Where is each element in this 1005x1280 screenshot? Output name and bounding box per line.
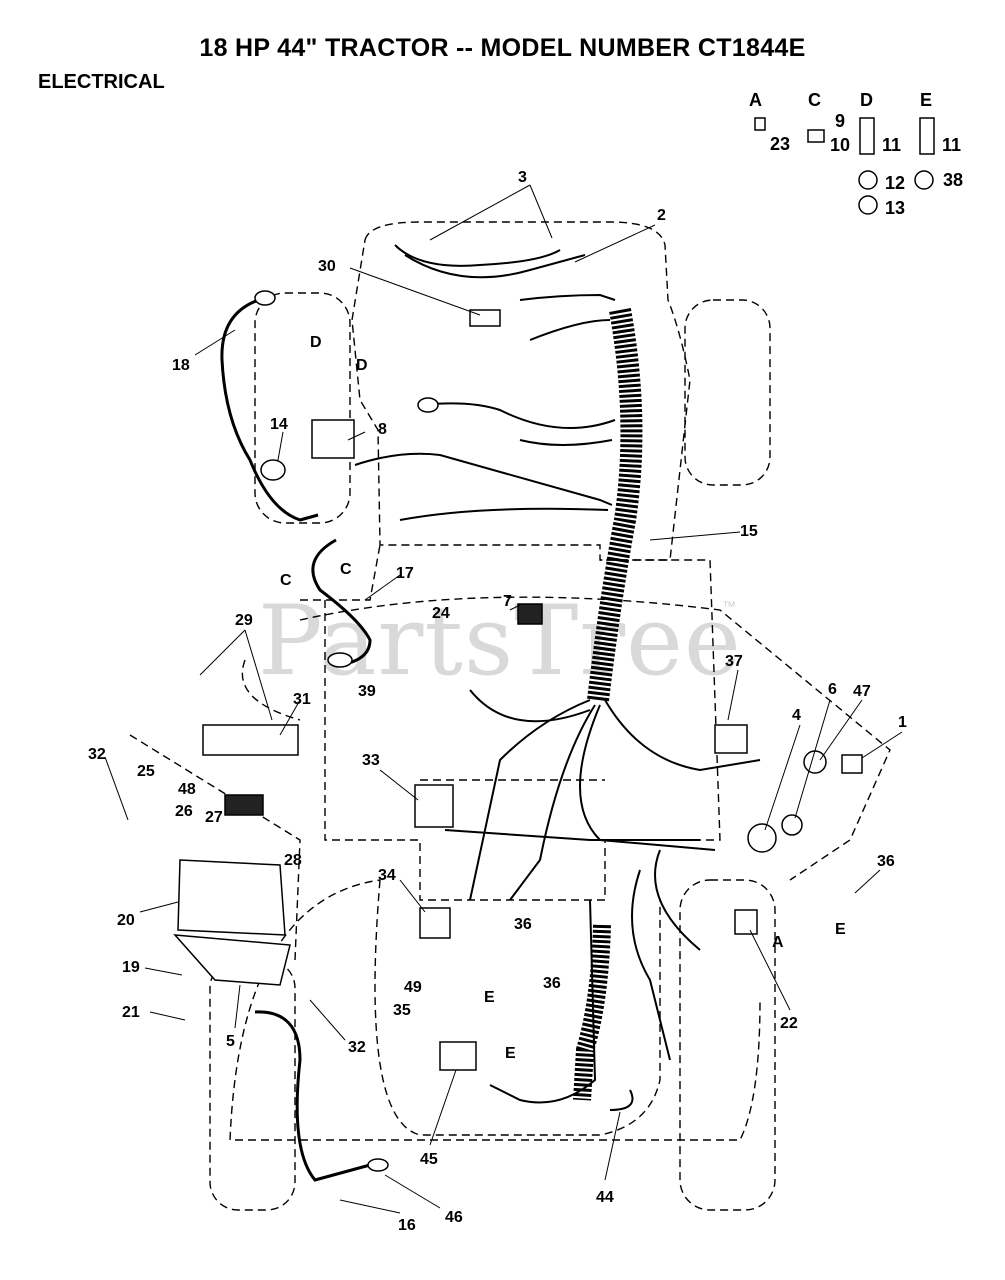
callout-17: 17 [396,565,414,582]
callout-2: 2 [657,207,666,224]
ref-letter-d-2: D [356,357,368,374]
cable-boot-icon [260,459,286,481]
ref-letter-a: A [772,934,784,951]
callout-7: 7 [503,593,512,610]
battery-pad-icon [224,794,264,816]
callout-22: 22 [780,1015,798,1032]
battery-cables [220,296,372,1182]
component-icons [173,117,935,1172]
ref-letter-c: C [280,572,292,589]
hardware-key-e: E [920,90,933,110]
leader-lines [104,184,903,1214]
ignition-switch-icon [517,603,543,625]
callout-48: 48 [178,781,196,798]
hardware-key-c: C [808,90,821,110]
bolt-e-icon [919,117,935,155]
terminal-ring-icon-2 [367,1158,389,1172]
callout-1: 1 [898,714,907,731]
callout-34: 34 [378,867,396,884]
hex-nut-icon [858,195,878,215]
hardware-part-38: 38 [943,170,964,190]
callout-46: 46 [445,1209,463,1226]
solenoid-icon [311,419,355,459]
callout-5: 5 [226,1033,235,1050]
battery-icon [177,859,286,936]
callout-24: 24 [432,605,450,622]
page-title: 18 HP 44" TRACTOR -- MODEL NUMBER CT1844… [199,34,806,62]
ref-letter-e: E [835,921,846,938]
interlock-switch-icon [841,754,863,774]
callout-47: 47 [853,683,871,700]
plunger-switch-icon [439,1041,477,1071]
hardware-part-13: 13 [885,198,906,218]
hardware-key-d: D [860,90,873,110]
callout-25: 25 [137,763,155,780]
sensor-icon [747,823,777,853]
ref-letter-e-2: E [484,989,495,1006]
bracket-icon [734,909,758,935]
callout-31: 31 [293,691,311,708]
ref-letter-e-3: E [505,1045,516,1062]
hour-meter-icon [414,784,454,828]
callout-16: 16 [398,1217,416,1234]
callout-8: 8 [378,421,387,438]
ref-letter-d: D [310,334,322,351]
callout-14: 14 [270,416,288,433]
bolt-a-icon [754,117,766,131]
terminal-ring-icon-4 [254,290,276,306]
callout-6: 6 [828,681,837,698]
hardware-part-23: 23 [770,134,791,154]
callout-44: 44 [596,1189,614,1206]
callout-32-2: 32 [348,1039,366,1056]
conduit-loom [573,308,643,1101]
callout-19: 19 [122,959,140,976]
hardware-part-11-d: 11 [882,135,902,155]
seal-icon [803,750,827,774]
tractor-outline [129,221,891,1211]
callout-4: 4 [792,707,801,724]
hardware-part-12: 12 [885,173,906,193]
hardware-part-11-e: 11 [942,135,962,155]
bolt-d-icon [859,117,875,155]
callout-26: 26 [175,803,193,820]
ref-letter-c-2: C [340,561,352,578]
battery-tray-icon [173,934,291,986]
hardware-part-10: 10 [830,135,851,155]
callout-32: 32 [88,746,106,763]
callout-49: 49 [404,979,422,996]
callout-28: 28 [284,852,302,869]
hardware-key-a: A [749,90,762,110]
lock-washer-icon [858,170,878,190]
callout-36-2: 36 [543,975,561,992]
callout-27: 27 [205,809,223,826]
section-heading: ELECTRICAL [38,71,165,93]
hardware-part-9: 9 [835,111,846,131]
callout-33: 33 [362,752,380,769]
callout-29: 29 [235,612,253,629]
terminal-ring-icon [327,652,353,668]
flange-nut-icon [914,170,934,190]
callout-30: 30 [318,258,336,275]
callout-37: 37 [725,653,743,670]
watermark-trademark: ™ [722,598,736,614]
callout-36: 36 [514,916,532,933]
fuse-holder-icon [469,309,501,327]
callout-3: 3 [518,169,527,186]
wiring-harness [354,244,761,1111]
relay-icon [714,724,748,754]
callout-36-3: 36 [877,853,895,870]
washer-icon [781,814,803,836]
callout-45: 45 [420,1151,438,1168]
switch-icon [419,907,451,939]
terminal-ring-icon-3 [417,397,439,413]
callout-18: 18 [172,357,190,374]
battery-holddown-icon [202,724,299,756]
callout-15: 15 [740,523,758,540]
nut-c-icon [807,129,825,143]
callout-21: 21 [122,1004,140,1021]
callout-20: 20 [117,912,135,929]
callout-39: 39 [358,683,376,700]
callout-35: 35 [393,1002,411,1019]
